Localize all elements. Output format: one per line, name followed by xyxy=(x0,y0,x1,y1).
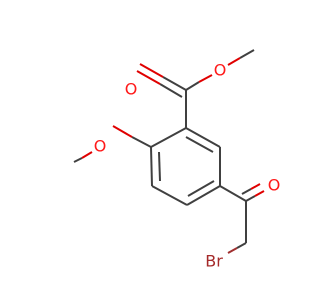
ring-to-methoxy-bond xyxy=(112,125,133,138)
methoxy-group: O xyxy=(73,125,152,163)
carbonyl-oxygen-label: O xyxy=(125,80,138,99)
ring-bond-inner xyxy=(158,151,161,182)
ch2-bromine-bond xyxy=(227,247,238,254)
benzene-ring xyxy=(150,127,221,206)
ester-single-bond xyxy=(198,74,213,83)
ring-bond xyxy=(185,127,221,148)
ketone-bond xyxy=(245,195,256,202)
methoxy-oxygen-label: O xyxy=(94,137,107,156)
ketone-bond xyxy=(254,190,265,197)
ester-oxygen-label: O xyxy=(214,61,227,80)
methoxy-methyl-bond xyxy=(73,157,83,163)
ring-to-ketone-bond xyxy=(219,185,247,202)
ring-bond-inner xyxy=(187,180,215,197)
ketone-oxygen-label: O xyxy=(268,176,281,195)
ring-bond xyxy=(150,127,187,148)
carbonyl-bond xyxy=(162,76,187,91)
ch2-bromine-bond xyxy=(236,242,247,249)
ring-to-methoxy-bond xyxy=(131,136,152,148)
carbonyl-bond-double xyxy=(159,83,183,98)
ring-bond-inner xyxy=(185,136,214,153)
bromine-label: Br xyxy=(205,252,223,271)
ketone-bond-double xyxy=(250,183,261,190)
ring-bond xyxy=(151,185,188,206)
ester-single-bond xyxy=(185,81,200,91)
ring-bond xyxy=(186,185,221,206)
ring-bond xyxy=(150,146,153,187)
carbonyl-bond-double xyxy=(136,70,161,85)
methyl-ester-group: O O xyxy=(125,49,255,128)
bromoacetyl-group: O Br xyxy=(205,176,280,271)
molecule-diagram: O O O O Br xyxy=(73,49,280,271)
carbonyl-bond xyxy=(139,63,164,78)
ester-methyl-bond xyxy=(227,57,241,66)
ester-methyl-bond xyxy=(239,49,255,59)
ketone-bond-double xyxy=(241,188,252,195)
methoxy-methyl-bond xyxy=(81,151,93,159)
